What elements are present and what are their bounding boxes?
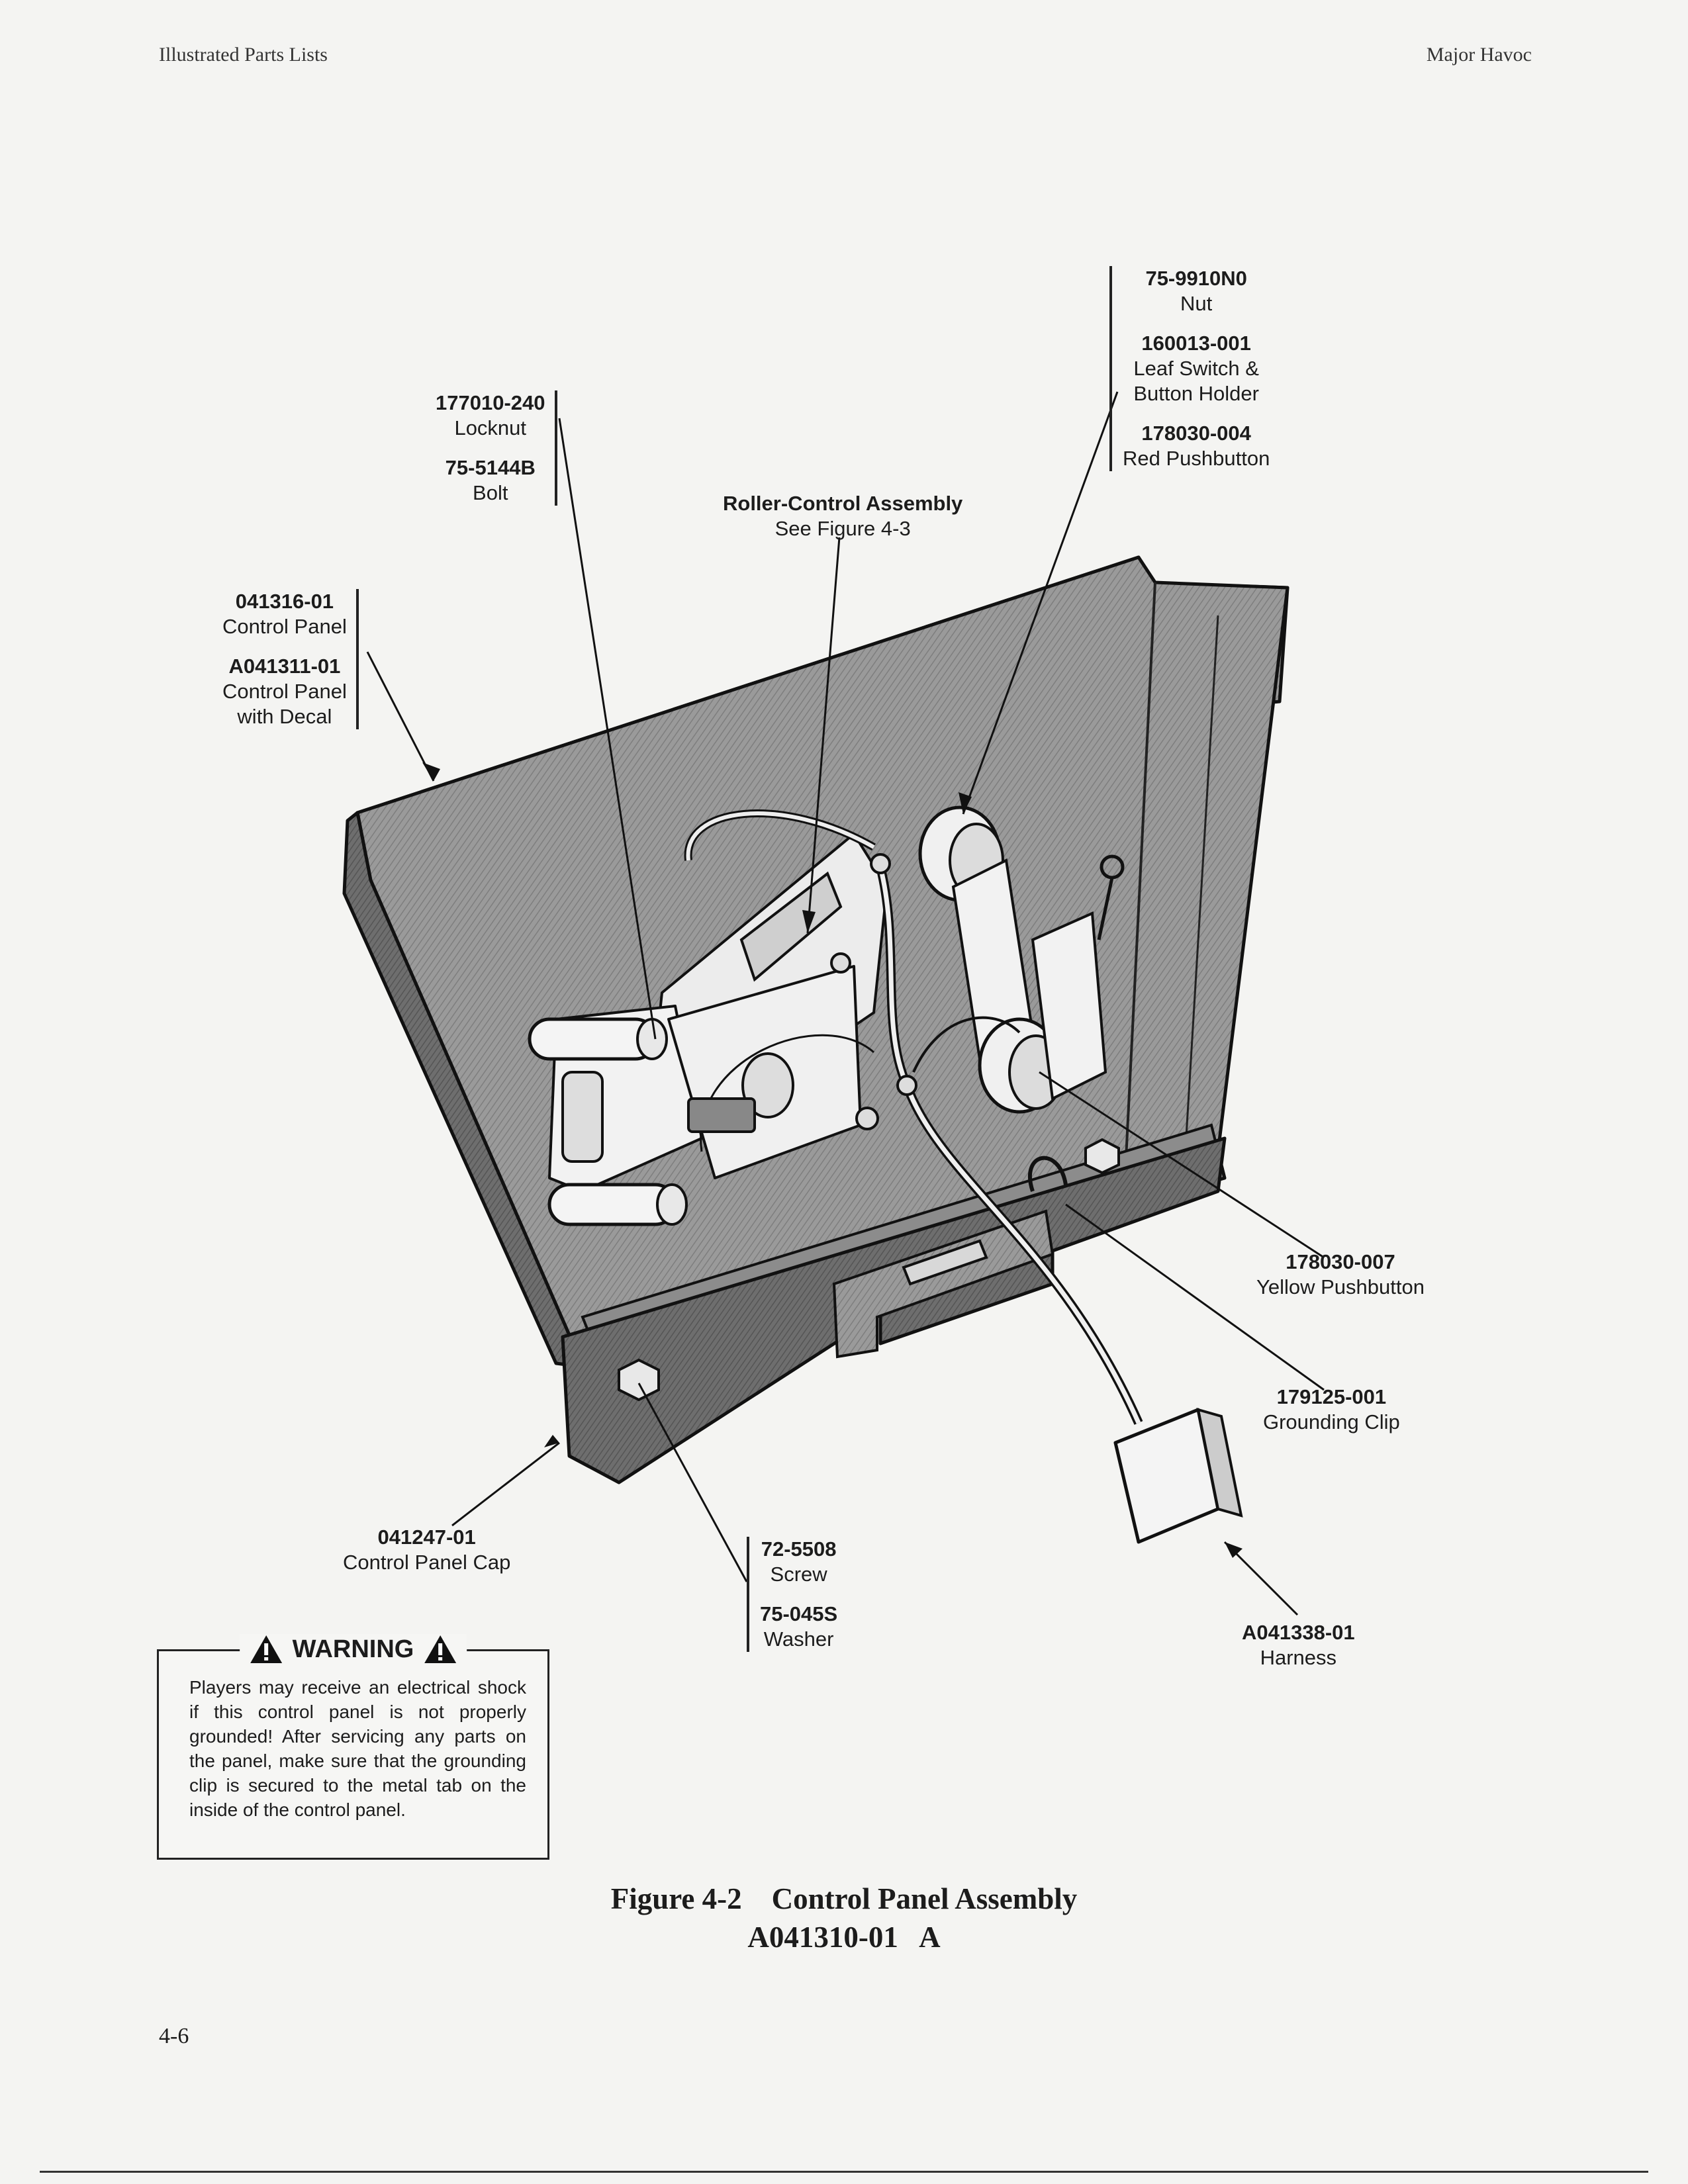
- bottom-rule: [40, 2171, 1648, 2173]
- cap-tab: [832, 1209, 1055, 1359]
- cap-bolt: [618, 1358, 660, 1402]
- warning-title: WARNING: [239, 1634, 467, 1664]
- figure-title: Figure 4-2 Control Panel Assembly: [610, 1882, 1078, 1915]
- warning-text: Players may receive an electrical shock …: [189, 1677, 526, 1820]
- ground-bolt: [1084, 1138, 1120, 1175]
- leader-arrowheads: [422, 762, 1243, 1558]
- figure-number: A041310-01 A: [747, 1921, 941, 1954]
- warning-box: WARNING Players may receive an electrica…: [157, 1634, 549, 1860]
- warning-triangle-icon: [424, 1635, 457, 1663]
- header-left: Illustrated Parts Lists: [159, 44, 328, 66]
- warning-triangle-icon: [250, 1635, 282, 1663]
- page-number: 4-6: [159, 2024, 189, 2048]
- leader-lines: [366, 391, 1325, 1616]
- leaf-switch-and-buttons: [918, 805, 1125, 1114]
- figure-caption: Figure 4-2 Control Panel Assembly A04131…: [0, 1880, 1688, 1956]
- roller-control-assembly: [528, 809, 888, 1226]
- header-right: Major Havoc: [1426, 44, 1532, 66]
